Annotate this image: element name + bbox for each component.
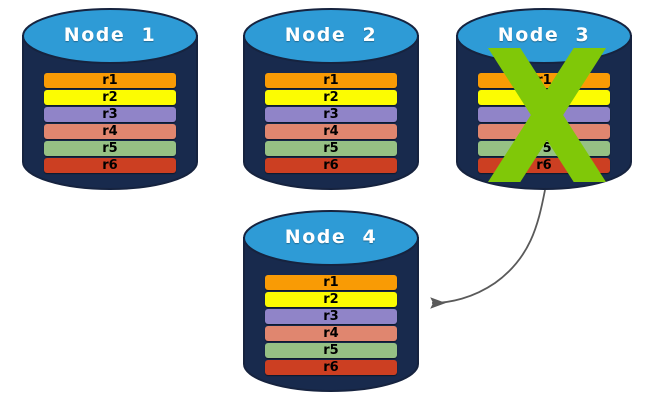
node-4-row-r5[interactable]: r5 — [265, 343, 397, 358]
node-2-row-r2[interactable]: r2 — [265, 90, 397, 105]
node-4-rows: r1 r2 r3 r4 r5 r6 — [265, 275, 397, 375]
node-1-row-r2[interactable]: r2 — [44, 90, 176, 105]
node-1-rows: r1 r2 r3 r4 r5 r6 — [44, 73, 176, 173]
node-3-row-r6[interactable]: r6 — [478, 158, 610, 173]
node-4-row-r6[interactable]: r6 — [265, 360, 397, 375]
node-4-top-disc — [243, 210, 419, 266]
node-4-row-r2[interactable]: r2 — [265, 292, 397, 307]
node-1-row-r6[interactable]: r6 — [44, 158, 176, 173]
node-1-top-disc — [22, 8, 198, 64]
node-3-row-r2[interactable]: r2 — [478, 90, 610, 105]
node-3-row-r5[interactable]: r5 — [478, 141, 610, 156]
node-2-row-r4[interactable]: r4 — [265, 124, 397, 139]
node-1-row-r4[interactable]: r4 — [44, 124, 176, 139]
node-1-row-r1[interactable]: r1 — [44, 73, 176, 88]
node-3-row-r3[interactable]: r3 — [478, 107, 610, 122]
node-4-row-r3[interactable]: r3 — [265, 309, 397, 324]
node-3-top-disc — [456, 8, 632, 64]
node-2-row-r6[interactable]: r6 — [265, 158, 397, 173]
node-3-row-r4[interactable]: r4 — [478, 124, 610, 139]
node-2-row-r3[interactable]: r3 — [265, 107, 397, 122]
node-3-row-r1[interactable]: r1 — [478, 73, 610, 88]
node-2-row-r1[interactable]: r1 — [265, 73, 397, 88]
node-3-rows: r1 r2 r3 r4 r5 r6 — [478, 73, 610, 173]
node-1-row-r5[interactable]: r5 — [44, 141, 176, 156]
node-4-row-r1[interactable]: r1 — [265, 275, 397, 290]
replication-arrow-path — [430, 189, 546, 309]
node-2-rows: r1 r2 r3 r4 r5 r6 — [265, 73, 397, 173]
node-1-row-r3[interactable]: r3 — [44, 107, 176, 122]
node-2-row-r5[interactable]: r5 — [265, 141, 397, 156]
node-2-top-disc — [243, 8, 419, 64]
node-4-row-r4[interactable]: r4 — [265, 326, 397, 341]
